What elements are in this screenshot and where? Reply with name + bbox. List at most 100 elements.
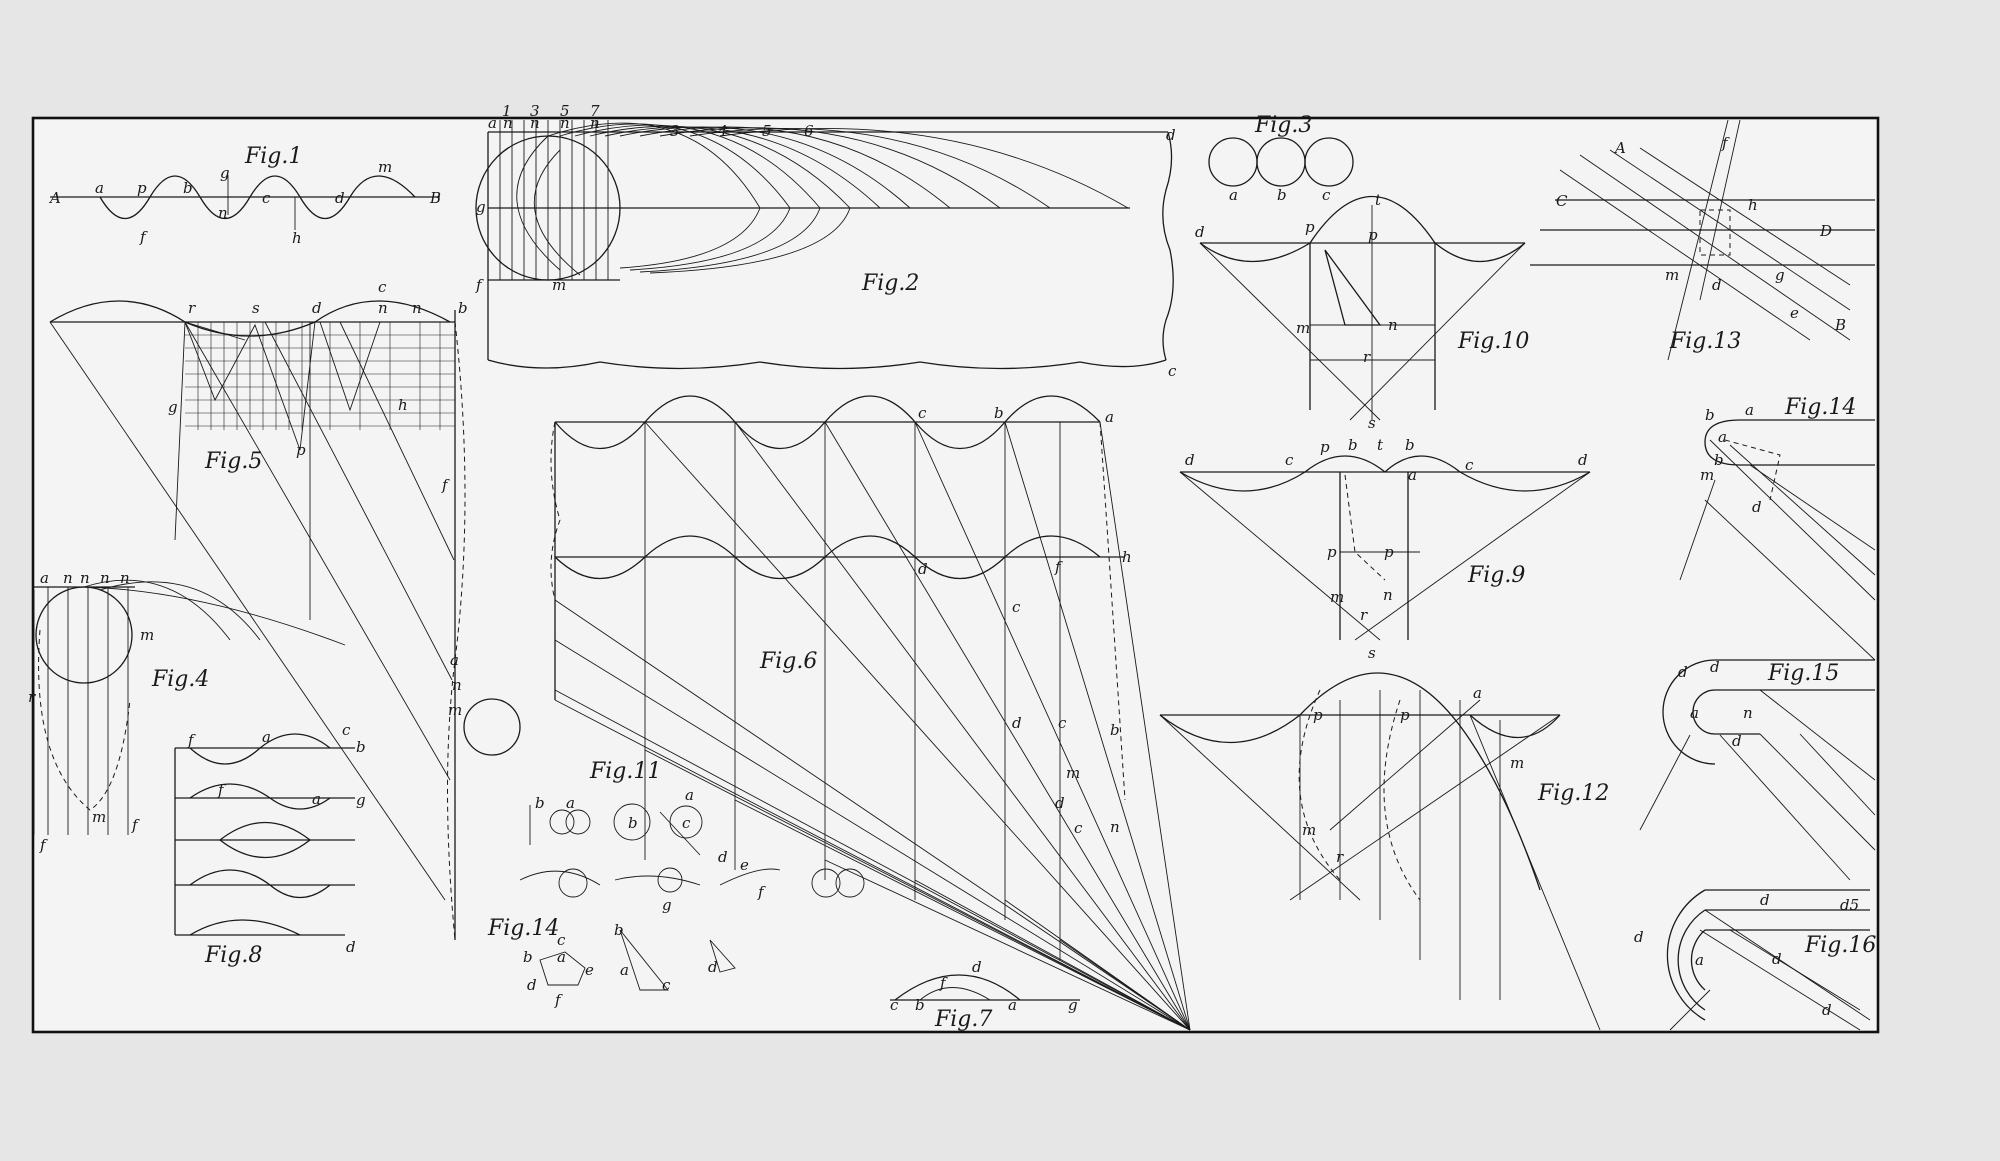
fig11-title: Fig.11 [589, 759, 661, 784]
fig2-label-f: f [475, 276, 484, 294]
fig6-label: f [1054, 558, 1063, 576]
fig7-label: g [1068, 996, 1078, 1014]
fig1-label: a [95, 179, 104, 197]
fig8-label: a [312, 790, 321, 808]
fig14b-label: a [620, 961, 629, 979]
fig11-label: b [535, 794, 545, 812]
fig14b-label: f [554, 991, 563, 1009]
fig14b-label: d [708, 958, 718, 976]
fig8-label: b [356, 738, 366, 756]
figure-10: Fig.10 t d p p m n r s [1195, 191, 1529, 432]
fig8-label: d [346, 938, 356, 956]
fig6-label: m [1066, 764, 1080, 782]
fig13-label: D [1819, 222, 1832, 240]
fig10-label: p [1368, 226, 1378, 244]
fig12-label: r [1336, 848, 1344, 866]
fig6-label: h [1122, 548, 1132, 566]
fig14-label: b [1714, 451, 1724, 469]
fig4-label: n [100, 569, 110, 587]
fig9-label: d [1578, 451, 1588, 469]
figure-13: Fig.13 A f C h D m d g e B [1530, 119, 1875, 361]
fig6-label: b [994, 404, 1004, 422]
fig9-title: Fig.9 [1467, 563, 1525, 588]
fig4-label: n [120, 569, 130, 587]
fig16-label: d [1822, 1001, 1832, 1019]
fig15-label: d [1710, 658, 1720, 676]
fig3-title: Fig.3 [1254, 113, 1312, 138]
fig6-label: d [918, 560, 928, 578]
fig1-label: c [262, 189, 271, 207]
fig5-label: b [458, 299, 468, 317]
fig10-label: d [1195, 223, 1205, 241]
fig10-label: p [1305, 218, 1315, 236]
fig2-label: 7 [590, 102, 600, 120]
fig16-label: d [1772, 950, 1782, 968]
fig9-label: b [1348, 436, 1358, 454]
fig14-small-title: Fig.14 [487, 916, 559, 941]
fig6-label: c [1012, 598, 1021, 616]
figure-14-small: Fig.14 c b a d e f a b c d [487, 916, 736, 1009]
fig13-label: B [1834, 316, 1846, 334]
figure-6: Fig.6 a b c h d c d c f b m d c n [550, 395, 1191, 1031]
fig14b-label: c [557, 931, 566, 949]
fig14-label: b [1705, 406, 1715, 424]
fig2-label: 3 [530, 102, 540, 120]
fig11-label: d [718, 848, 728, 866]
fig2-label: n [503, 114, 513, 132]
fig8-label: g [356, 791, 366, 809]
fig9-label: r [1360, 606, 1368, 624]
fig5-title: Fig.5 [204, 449, 262, 474]
figure-15: Fig.15 d d a n d [1639, 658, 1876, 881]
fig1-label: b [183, 179, 193, 197]
fig5-label: c [378, 278, 387, 296]
figure-1: Fig.1 A a p b g n c d m B f h [48, 144, 441, 247]
fig16-label: d [1634, 928, 1644, 946]
fig10-label: t [1375, 191, 1382, 209]
fig1-label: m [378, 158, 392, 176]
fig14-label: a [1718, 428, 1727, 446]
fig5-label: s [252, 299, 260, 317]
fig5-label: h [398, 396, 408, 414]
fig5-label: n [378, 299, 388, 317]
fig14b-label: d [527, 976, 537, 994]
fig9-label: n [1383, 586, 1393, 604]
fig6-label: a [1105, 408, 1114, 426]
fig10-label: r [1363, 348, 1371, 366]
fig2-label: n [590, 114, 600, 132]
figure-8: Fig.8 f a c b g f a d [174, 721, 366, 968]
fig14-label: d [1752, 498, 1762, 516]
fig7-title: Fig.7 [934, 1007, 992, 1032]
fig11-label: a [685, 786, 694, 804]
fig10-label: m [1296, 319, 1310, 337]
fig7-label: c [890, 996, 899, 1014]
fig13-title: Fig.13 [1669, 329, 1741, 354]
figure-7: Fig.7 c b f d a g [890, 958, 1080, 1032]
fig12-title: Fig.12 [1537, 781, 1609, 806]
fig1-title: Fig.1 [244, 144, 302, 169]
plate-border [31, 116, 1880, 1034]
fig15-label: d [1678, 663, 1688, 681]
fig14b-label: e [585, 961, 594, 979]
fig8-label: a [262, 728, 271, 746]
small-circle [463, 698, 521, 756]
fig14-label: m [1700, 466, 1714, 484]
fig1-label-A: A [48, 189, 61, 207]
fig1-label: p [137, 179, 147, 197]
fig3-label: c [1322, 186, 1331, 204]
fig2-label: 1 [502, 102, 512, 120]
fig4-title: Fig.4 [151, 667, 209, 692]
fig3-label: b [1277, 186, 1287, 204]
fig13-label: g [1775, 266, 1785, 284]
fig4-label: n [63, 569, 73, 587]
fig9-label: p [1320, 438, 1330, 456]
fig6-label: n [1110, 818, 1120, 836]
fig11-label: g [662, 896, 672, 914]
figure-2: Fig.2 d c f m g a n n n n 1 3 5 7 3 4 5 … [475, 102, 1177, 380]
figure-16: Fig.16 d d5 d a d d [1634, 889, 1876, 1031]
figure-14: Fig.14 b a a b m d [1679, 395, 1876, 661]
fig2-title: Fig.2 [861, 271, 919, 296]
fig6-label: c [1058, 714, 1067, 732]
fig4-label: m [140, 626, 154, 644]
fig16-title: Fig.16 [1804, 933, 1876, 958]
